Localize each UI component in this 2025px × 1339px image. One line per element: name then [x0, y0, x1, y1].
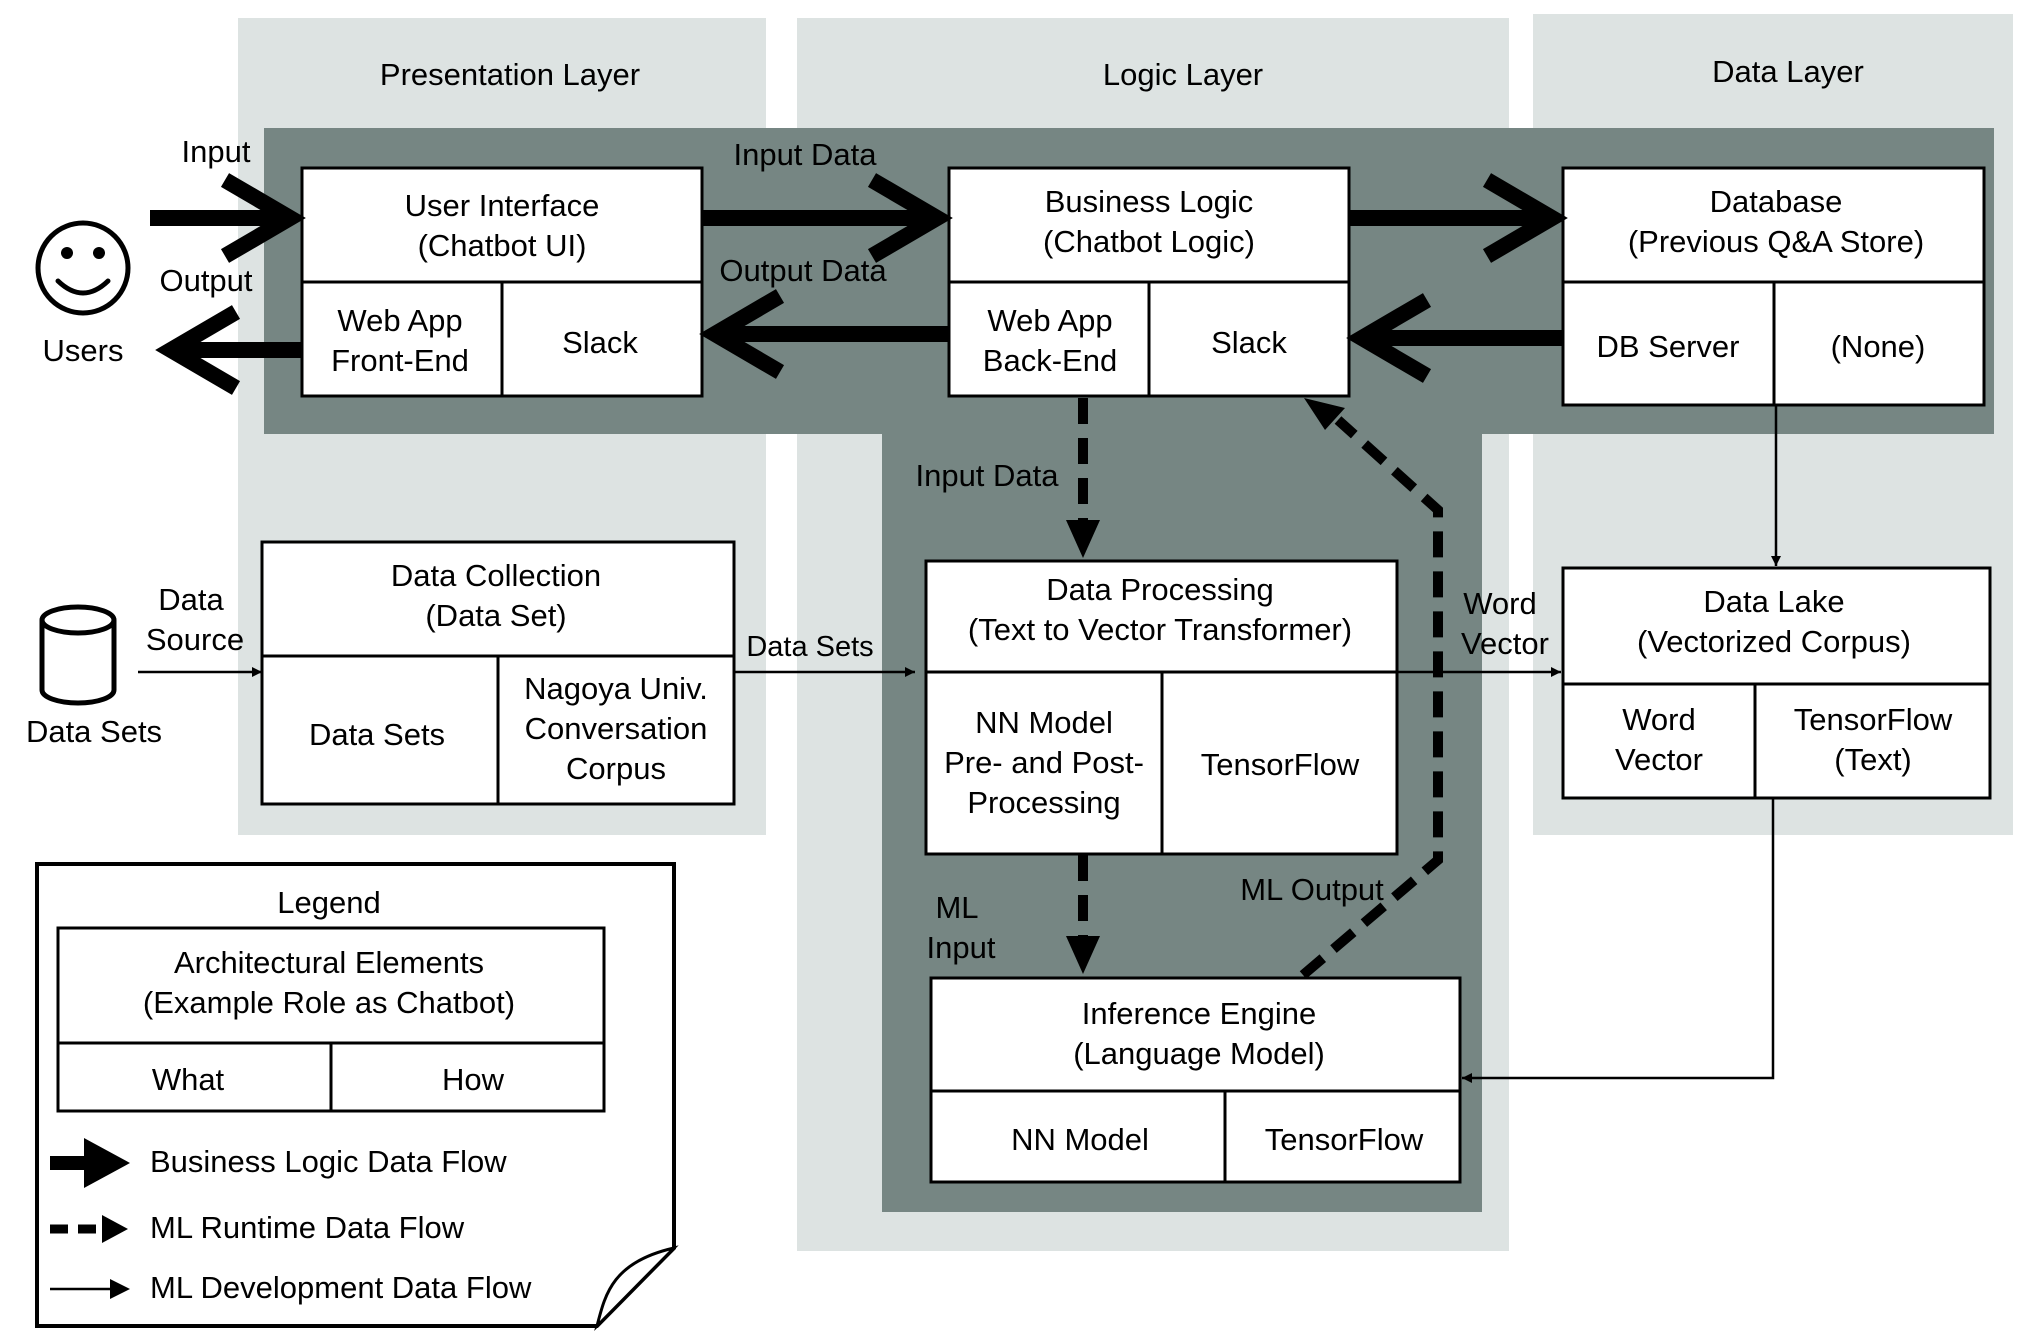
data-processing-what-line3: Processing	[967, 785, 1120, 820]
presentation-layer-title: Presentation Layer	[380, 57, 640, 92]
data-collection-title: Data Collection	[391, 558, 601, 593]
legend-how: How	[442, 1062, 505, 1097]
data-processing-how: TensorFlow	[1201, 747, 1360, 782]
business-logic-title: Business Logic	[1045, 184, 1254, 219]
database-box: Database (Previous Q&A Store) DB Server …	[1561, 166, 1986, 407]
inference-engine-what: NN Model	[1011, 1122, 1149, 1157]
input-data-label-top: Input Data	[733, 137, 877, 172]
data-processing-what-line1: NN Model	[975, 705, 1113, 740]
legend-business-arrow-icon	[50, 1138, 130, 1188]
legend-element-subtitle: (Example Role as Chatbot)	[143, 985, 515, 1020]
legend-development-arrow-icon	[50, 1279, 130, 1299]
data-source-label-line2: Source	[146, 622, 244, 657]
business-logic-subtitle: (Chatbot Logic)	[1043, 224, 1255, 259]
data-processing-subtitle: (Text to Vector Transformer)	[968, 612, 1352, 647]
vector-label: Vector	[1461, 626, 1549, 661]
output-label: Output	[159, 263, 252, 298]
data-collection-what: Data Sets	[309, 717, 445, 752]
user-interface-what-line1: Web App	[337, 303, 462, 338]
smiley-icon	[35, 220, 131, 316]
data-collection-how-line3: Corpus	[566, 751, 666, 786]
ml-runtime-flows	[1066, 398, 1443, 979]
data-collection-subtitle: (Data Set)	[425, 598, 566, 633]
data-processing-box: Data Processing (Text to Vector Transfor…	[924, 559, 1399, 856]
data-layer-title: Data Layer	[1712, 54, 1864, 89]
word-label: Word	[1463, 586, 1537, 621]
inference-engine-subtitle: (Language Model)	[1073, 1036, 1325, 1071]
data-source-label-line1: Data	[158, 582, 224, 617]
data-sets-flow-label: Data Sets	[746, 631, 873, 663]
legend-development-label: ML Development Data Flow	[150, 1270, 532, 1305]
data-lake-what-line1: Word	[1622, 702, 1696, 737]
data-sets-actor-label: Data Sets	[26, 714, 162, 749]
data-collection-how-line2: Conversation	[525, 711, 708, 746]
data-sets-actor: Data Sets	[26, 604, 162, 749]
database-title: Database	[1710, 184, 1843, 219]
data-lake-how-line2: (Text)	[1834, 742, 1912, 777]
ml-development-flows	[138, 405, 1781, 1083]
legend-business-label: Business Logic Data Flow	[150, 1144, 507, 1179]
ml-label: ML	[935, 890, 978, 925]
lake-to-inference-arrow	[1462, 798, 1775, 1083]
legend-runtime-label: ML Runtime Data Flow	[150, 1210, 465, 1245]
business-logic-flows	[150, 173, 1568, 395]
data-lake-title: Data Lake	[1703, 584, 1844, 619]
inference-engine-box: Inference Engine (Language Model) NN Mod…	[929, 976, 1462, 1184]
users-actor: Users	[35, 220, 131, 368]
data-processing-title: Data Processing	[1046, 572, 1273, 607]
data-lake-what-line2: Vector	[1615, 742, 1703, 777]
ml-input-label: Input	[927, 930, 996, 965]
business-logic-what-line1: Web App	[987, 303, 1112, 338]
user-interface-subtitle: (Chatbot UI)	[418, 228, 587, 263]
business-logic-how: Slack	[1211, 325, 1287, 360]
output-data-label: Output Data	[719, 253, 887, 288]
data-collection-how-line1: Nagoya Univ.	[524, 671, 708, 706]
users-label: Users	[43, 333, 124, 368]
inference-engine-how: TensorFlow	[1265, 1122, 1424, 1157]
legend-element-title: Architectural Elements	[174, 945, 484, 980]
legend-runtime-arrow-icon	[50, 1215, 128, 1243]
business-logic-box: Business Logic (Chatbot Logic) Web App B…	[947, 166, 1351, 398]
data-lake-box: Data Lake (Vectorized Corpus) Word Vecto…	[1561, 566, 1992, 800]
legend: Legend Architectural Elements (Example R…	[35, 862, 679, 1332]
data-processing-what-line2: Pre- and Post-	[944, 745, 1144, 780]
database-subtitle: (Previous Q&A Store)	[1628, 224, 1924, 259]
inference-engine-title: Inference Engine	[1082, 996, 1316, 1031]
data-lake-how-line1: TensorFlow	[1794, 702, 1953, 737]
ml-output-runtime-arrow	[1299, 416, 1443, 979]
database-what: DB Server	[1597, 329, 1740, 364]
user-interface-title: User Interface	[405, 188, 600, 223]
user-interface-box: User Interface (Chatbot UI) Web App Fron…	[300, 166, 704, 398]
business-logic-what-line2: Back-End	[983, 343, 1117, 378]
cylinder-icon	[39, 604, 117, 706]
input-label: Input	[182, 134, 251, 169]
ml-output-label: ML Output	[1240, 872, 1384, 907]
legend-what: What	[152, 1062, 225, 1097]
input-data-label-mid: Input Data	[915, 458, 1059, 493]
database-how: (None)	[1831, 329, 1926, 364]
legend-title: Legend	[277, 885, 380, 920]
data-lake-subtitle: (Vectorized Corpus)	[1637, 624, 1911, 659]
legend-page-curl	[594, 1245, 679, 1332]
data-collection-box: Data Collection (Data Set) Data Sets Nag…	[260, 540, 736, 806]
user-interface-what-line2: Front-End	[331, 343, 469, 378]
user-interface-how: Slack	[562, 325, 638, 360]
logic-layer-title: Logic Layer	[1103, 57, 1263, 92]
